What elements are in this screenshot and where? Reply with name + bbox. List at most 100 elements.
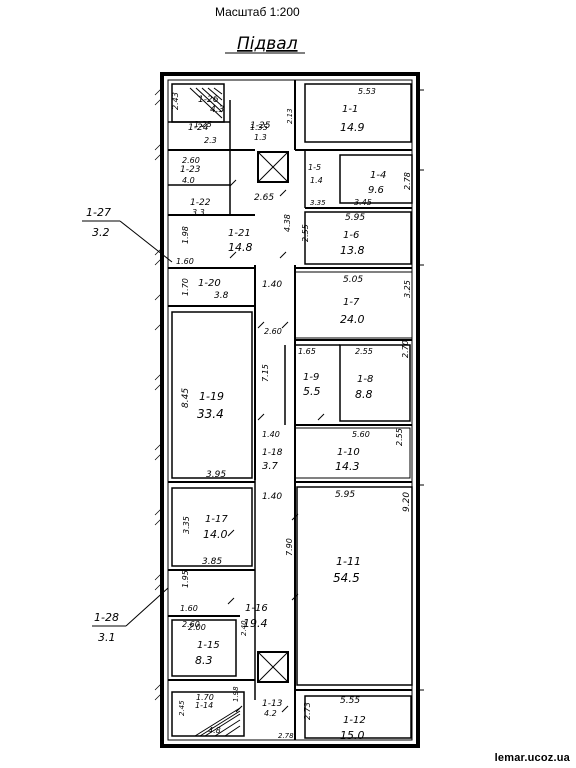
room-id: 1-26: [198, 95, 219, 105]
room-area: 3.7: [262, 461, 279, 472]
room-area: 1.4: [310, 176, 323, 185]
shaft-bottom: [257, 651, 289, 683]
room-id: 1-12: [343, 715, 366, 726]
dimension: 1.40: [262, 492, 282, 502]
interior-walls: [168, 80, 413, 740]
dimension: 1.65: [298, 347, 316, 356]
dimension: 5.60: [352, 430, 370, 439]
floor-title: Підвал: [237, 34, 298, 54]
dimension: 2.65: [254, 193, 274, 203]
callout-leaders: [82, 220, 173, 627]
dimension: 2.73: [303, 702, 312, 720]
shaft-top: [257, 151, 289, 183]
room-area: 13.8: [340, 244, 365, 257]
room-id: 1-19: [199, 390, 224, 403]
room-id: 1-14: [195, 701, 213, 710]
room-id: 1-20: [198, 278, 221, 289]
room-id: 1-21: [228, 228, 251, 239]
room-id: 1-7: [343, 297, 360, 308]
dimension: 2.78: [278, 732, 294, 740]
room-id: 1-18: [262, 448, 283, 458]
room-area: 14.0: [203, 528, 228, 541]
callout-id: 1-28: [94, 611, 119, 624]
stairs-bottom: [194, 707, 241, 737]
room-id: 1-15: [197, 640, 220, 651]
room-area: 15.0: [340, 729, 365, 742]
dimension: 1.25: [194, 120, 212, 129]
room-id: 1-24: [188, 123, 209, 133]
room-area: 24.0: [340, 313, 365, 326]
dimension-labels: 5.53 5.95 5.05 2.65 3.45 2.55 5.60 5.95 …: [171, 87, 412, 740]
room-area: 8.8: [355, 388, 373, 401]
dimension: 2.55: [355, 347, 373, 356]
room-area: 54.5: [333, 571, 360, 585]
room-area: 4.8: [208, 726, 221, 735]
room-id: 1-23: [180, 165, 201, 175]
room-area: 9.6: [368, 185, 384, 196]
room-id: 1-22: [190, 198, 211, 208]
room-area: 4.3: [210, 105, 225, 115]
room-area: 5.5: [303, 385, 321, 398]
dimension: 3.35: [182, 516, 191, 534]
dimension: 2.43: [171, 92, 180, 110]
dimension: 5.05: [343, 275, 363, 285]
dimension: 1.40: [262, 430, 280, 439]
dimension: 9.20: [402, 492, 412, 512]
dimension: 5.55: [340, 696, 360, 706]
dimension: 2.55: [301, 224, 310, 242]
dimension: 2.70: [401, 340, 410, 358]
dimension: 5.53: [358, 87, 376, 96]
dimension: 3.45: [354, 198, 372, 207]
room-id: 1-11: [336, 555, 361, 568]
callouts: 1-27 3.2 1-28 3.1: [86, 206, 119, 644]
dimension-ticks: [227, 179, 325, 713]
room-area: 14.3: [335, 460, 360, 473]
callout-area: 3.2: [92, 226, 110, 239]
dimension: 1.70: [196, 693, 214, 702]
dimension: 3.25: [403, 280, 412, 298]
room-labels: 1-1 14.9 1-4 9.6 1-5 1.4 1-6 13.8 1-7 24…: [180, 95, 386, 742]
dimension: 2.13: [286, 108, 294, 124]
dimension: 1.60: [176, 257, 194, 266]
room-id: 1-25: [250, 121, 271, 131]
dimension: 1.95: [181, 570, 190, 588]
dimension: 2.60: [264, 327, 282, 336]
dimension: 2.78: [403, 172, 412, 190]
room-area: 1.3: [254, 133, 267, 142]
room-id: 1-6: [343, 230, 359, 241]
room-area: 3.3: [192, 208, 205, 217]
room-area: 19.4: [243, 617, 268, 630]
room-area: 3.8: [214, 291, 229, 301]
room-id: 1-17: [205, 514, 228, 525]
room-area: 2.3: [204, 136, 217, 145]
watermark: lemar.ucoz.ua: [494, 752, 570, 764]
dimension: 3.85: [202, 557, 222, 567]
stairs-top: [189, 87, 223, 119]
outer-walls: [154, 72, 424, 748]
dimension: 7.15: [261, 364, 270, 382]
dimension: 1.70: [181, 278, 190, 296]
dimension: 2.60: [182, 620, 200, 629]
room-area: 8.3: [195, 654, 213, 667]
dimension: 1.98: [232, 686, 240, 702]
dimension: 3.95: [206, 470, 226, 480]
dimension: 2.00: [188, 623, 206, 632]
callout-id: 1-27: [86, 206, 111, 219]
dimension: 2.60: [182, 156, 200, 165]
room-area: 33.4: [197, 407, 224, 421]
room-id: 1-1: [342, 104, 358, 115]
room-area: 4.0: [182, 176, 195, 185]
dimension: 1.40: [262, 280, 282, 290]
room-id: 1-10: [337, 447, 360, 458]
room-id: 1-8: [357, 374, 373, 385]
dimension: 1.98: [181, 226, 190, 244]
room-area: 4.2: [264, 709, 277, 718]
room-area: 14.9: [340, 121, 365, 134]
room-area: 14.8: [228, 241, 253, 254]
dimension: 1.60: [180, 604, 198, 613]
scale-label: Масштаб 1:200: [215, 5, 300, 19]
dimension: 3.35: [310, 199, 326, 207]
dimension: 4.38: [283, 214, 292, 232]
room-id: 1-13: [262, 699, 283, 709]
room-id: 1-5: [308, 163, 321, 172]
